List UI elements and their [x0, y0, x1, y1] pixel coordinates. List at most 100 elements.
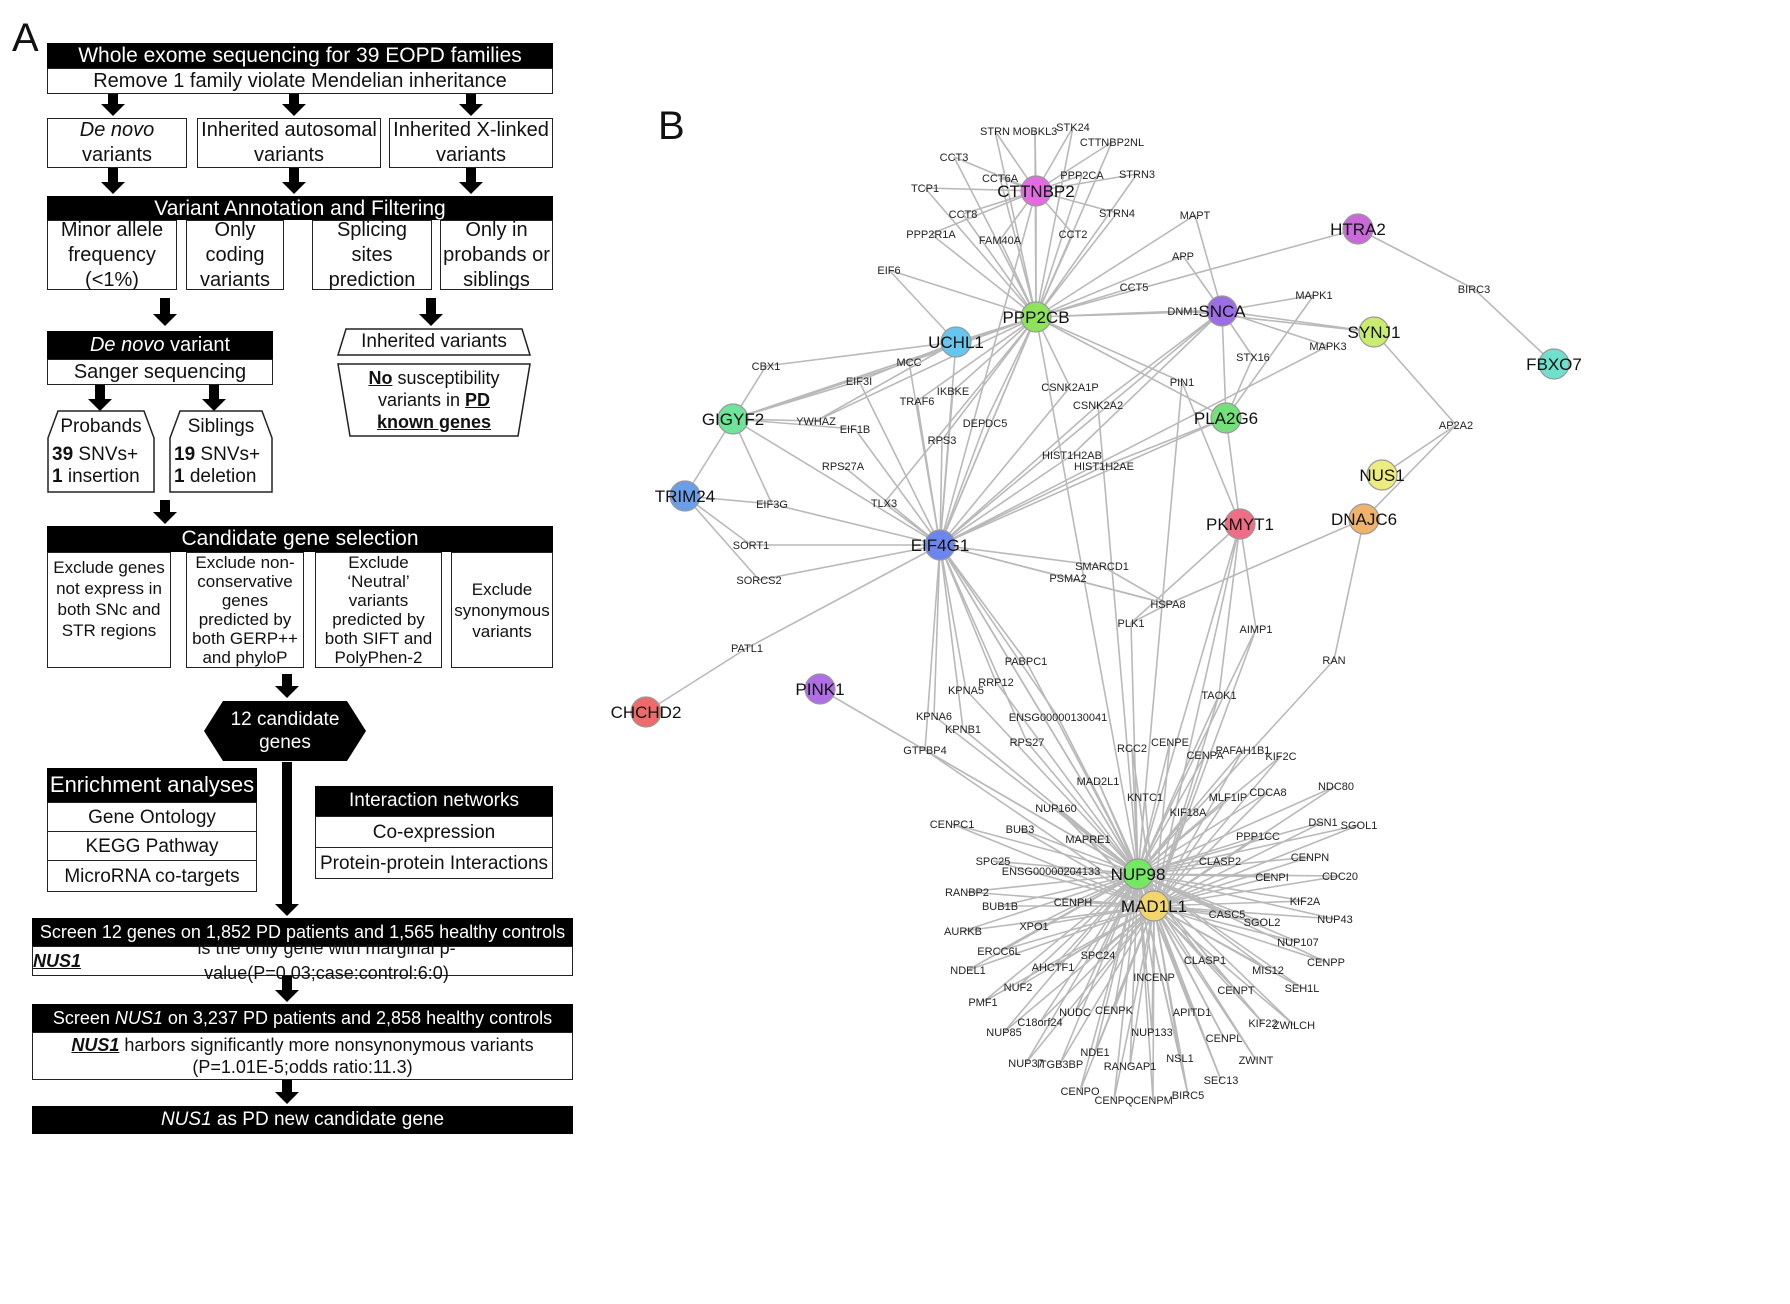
network-edge	[1113, 873, 1139, 1011]
network-edge	[1153, 875, 1341, 907]
network-edge	[953, 156, 1037, 318]
network-edge	[1035, 173, 1138, 318]
candidate-header: Candidate gene selection	[47, 526, 553, 552]
gene-label: CSNK2A2	[1073, 400, 1123, 412]
hub-label: PPP2CB	[1002, 308, 1069, 327]
network-edge	[1363, 424, 1457, 520]
network-edge	[939, 544, 1028, 743]
gene-label: CCT8	[949, 209, 978, 221]
network-edge	[1129, 905, 1155, 1067]
network-edge	[1239, 523, 1257, 630]
no-rest: susceptibility	[392, 368, 500, 388]
network-edge	[939, 544, 1139, 875]
network-edge	[930, 190, 1037, 235]
filter-line: sites	[351, 243, 393, 266]
hub-label: PINK1	[795, 680, 844, 699]
gene-label: RAN	[1322, 655, 1345, 667]
hub-node-nup98	[1122, 858, 1154, 890]
arrow	[108, 94, 118, 104]
criterion-line: variants	[472, 621, 532, 641]
network-edge	[965, 689, 1139, 875]
arrow-head	[275, 1092, 299, 1104]
gene-label: DEPDC5	[963, 418, 1008, 430]
criterion-line: genes	[221, 591, 269, 610]
gene-label: KIF2A	[1290, 896, 1321, 908]
gene-label: CENPT	[1217, 985, 1255, 997]
gene-label: RANBP2	[945, 887, 989, 899]
wes-header: Whole exome sequencing for 39 EOPD famil…	[47, 43, 553, 69]
network-edge	[1130, 622, 1139, 875]
gene-label: YWHAZ	[796, 416, 836, 428]
gene-label: EIF1B	[840, 424, 871, 436]
gene-label: KIF22	[1248, 1018, 1277, 1030]
network-edge	[1153, 824, 1360, 907]
network-edge	[1181, 381, 1241, 525]
gene-label: PPP1CC	[1236, 831, 1280, 843]
arrow	[209, 385, 219, 399]
gene-label: CENPP	[1307, 957, 1345, 969]
interaction-coexpression: Co-expression	[315, 816, 553, 848]
criterion-line: both GERP++	[192, 629, 298, 648]
network-edge	[815, 341, 957, 422]
network-edge	[1153, 876, 1273, 907]
gene-label: SMARCD1	[1075, 561, 1129, 573]
filter-line: Minor allele	[60, 218, 164, 241]
criterion-line: both SNc and	[57, 600, 161, 619]
gene-label: NUP37	[1008, 1058, 1043, 1070]
panel-b-letter: B	[658, 104, 685, 148]
network-edge	[951, 823, 1155, 907]
candidates-line: 12 candidate	[230, 709, 340, 730]
gene-label: CENPE	[1151, 737, 1189, 749]
hub-label: NUS1	[1359, 466, 1404, 485]
gene-label: NDC80	[1318, 781, 1354, 793]
arrow-head	[101, 182, 125, 194]
criterion-line: predicted by	[332, 610, 425, 629]
hub-label: EIF4G1	[911, 536, 970, 555]
validation-header: De novo variant validation	[47, 331, 273, 384]
screen2-header: Screen NUS1 on 3,237 PD patients and 2,8…	[32, 1004, 573, 1032]
network-edge	[966, 873, 1139, 893]
network-edge	[1373, 331, 1457, 426]
network-edge	[1357, 228, 1475, 290]
hub-node-snca	[1206, 295, 1238, 327]
hub-node-ppp2cb	[1020, 301, 1052, 333]
network-edge	[1225, 417, 1241, 525]
network-edge	[1035, 316, 1183, 383]
gene-label: INCENP	[1133, 972, 1175, 984]
gene-label: APITD1	[1173, 1007, 1212, 1019]
siblings-counts: 19 SNVs+ 1 deletion	[174, 444, 274, 488]
network-edge	[1137, 381, 1183, 875]
filter-line: Splicing	[336, 218, 408, 241]
network-edge	[933, 715, 1139, 875]
network-edge	[758, 544, 941, 581]
gene-label: BIRC3	[1458, 284, 1490, 296]
network-edge	[842, 465, 941, 546]
gene-label: BUB3	[1006, 824, 1035, 836]
siblings-snv-text: SNVs+	[195, 444, 261, 465]
gene-label: ITGB3BP	[1037, 1059, 1083, 1071]
gene-label: CENPI	[1255, 872, 1289, 884]
gene-label: TAOK1	[1201, 690, 1236, 702]
gene-label: STRN3	[1119, 169, 1155, 181]
gene-label: NUP107	[1277, 937, 1319, 949]
gene-label: NSL1	[1166, 1053, 1194, 1065]
gene-label: MCC	[896, 357, 921, 369]
autosomal-label: Inherited autosomal	[201, 119, 377, 141]
hub-label: TRIM24	[655, 487, 715, 506]
gene-label: CCT6A	[982, 173, 1019, 185]
probands-counts: 39 SNVs+ 1 insertion	[52, 444, 156, 488]
gene-label: CTTNBP2NL	[1080, 137, 1144, 149]
gene-label: TCP1	[911, 183, 939, 195]
network-edge	[888, 269, 1037, 318]
network-edge	[858, 380, 941, 546]
filter-probands-box: Only in probands or siblings	[440, 219, 553, 291]
gene-label: NUDC	[1059, 1007, 1091, 1019]
network-edge	[982, 905, 1155, 1003]
network-edge	[1153, 821, 1324, 907]
arrow-head	[275, 904, 299, 916]
hub-node-pink1	[804, 673, 836, 705]
gene-label: SORCS2	[736, 575, 781, 587]
network-edge	[1017, 873, 1139, 988]
hub-label: SYNJ1	[1348, 323, 1401, 342]
